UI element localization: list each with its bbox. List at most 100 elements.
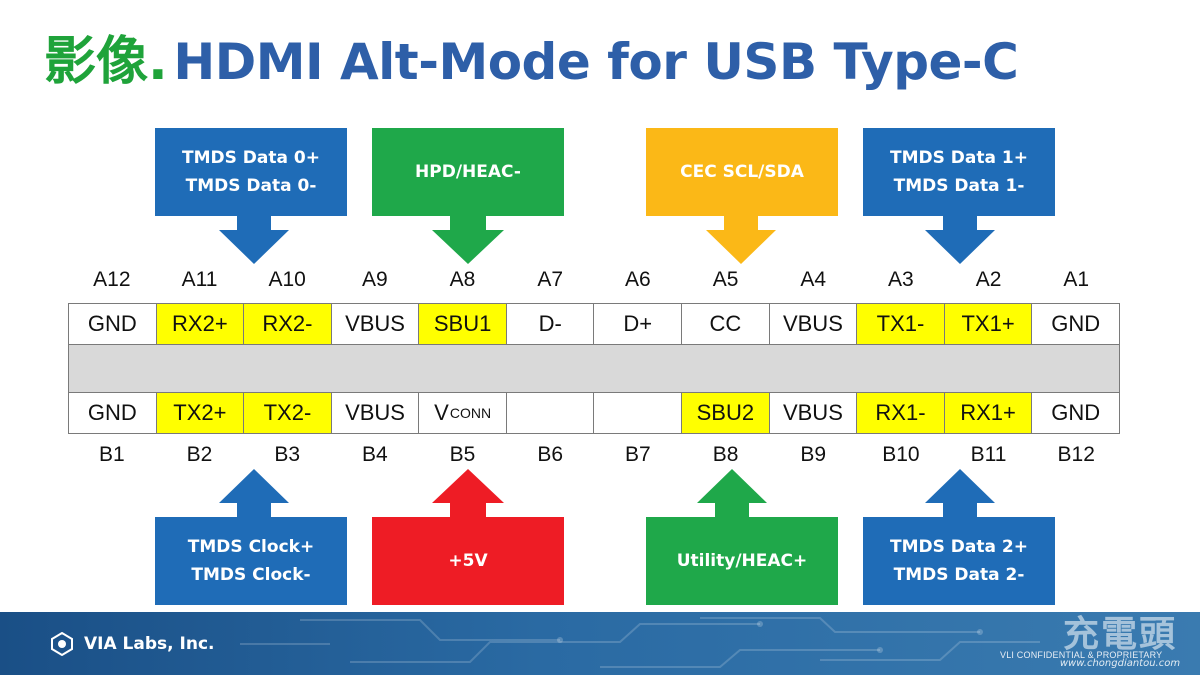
- vconn-sub: CONN: [449, 405, 492, 421]
- pin-cell: TX1+: [943, 304, 1032, 344]
- callout-line: TMDS Data 0-: [185, 176, 317, 196]
- pin-labels-bottom: B1 B2 B3 B4 B5 B6 B7 B8 B9 B10 B11 B12: [68, 443, 1120, 467]
- pin-label: B1: [98, 443, 125, 466]
- pin-label: A4: [800, 268, 827, 291]
- callout-line: TMDS Data 1-: [893, 176, 1025, 196]
- pin-label: A8: [449, 268, 476, 291]
- watermark-url: www.chongdiantou.com: [1059, 658, 1181, 669]
- pin-cell: RX1-: [856, 393, 944, 433]
- callout-hpd-heac: HPD/HEAC-: [372, 128, 564, 266]
- via-labs-logo-icon: [51, 632, 73, 656]
- connector-tongue: [68, 345, 1120, 393]
- callout-line: TMDS Data 1+: [890, 148, 1028, 168]
- pin-label: B2: [186, 443, 213, 466]
- pin-cell: TX1-: [856, 304, 944, 344]
- callout-cec-scl-sda: CEC SCL/SDA: [646, 128, 838, 266]
- callout-tmds-data-0: TMDS Data 0+ TMDS Data 0-: [155, 128, 347, 266]
- pin-label: A3: [888, 268, 914, 291]
- pin-cell: GND: [1031, 304, 1119, 344]
- callout-utility-heac: Utility/HEAC+: [646, 467, 838, 605]
- pin-label: B11: [970, 443, 1007, 466]
- title-english: HDMI Alt-Mode for USB Type-C: [173, 33, 1019, 91]
- confidential-notice: VLI CONFIDENTIAL & PROPRIETARY: [1000, 650, 1163, 660]
- pin-label: A10: [268, 268, 306, 291]
- pin-cell: RX2-: [243, 304, 331, 344]
- pin-cell: CC: [681, 304, 769, 344]
- pin-cell: TX2-: [243, 393, 331, 433]
- callout-line: TMDS Data 2+: [890, 537, 1028, 557]
- callout-tmds-clock: TMDS Clock+ TMDS Clock-: [155, 467, 347, 605]
- pin-labels-top: A12 A11 A10 A9 A8 A7 A6 A5 A4 A3 A2 A1: [68, 268, 1120, 292]
- slide-title: 影像. HDMI Alt-Mode for USB Type-C: [44, 22, 1019, 102]
- pin-cell: RX2+: [155, 304, 244, 344]
- pin-cell: VBUS: [768, 393, 857, 433]
- callout-box: TMDS Clock+ TMDS Clock-: [155, 517, 347, 605]
- company-name: VIA Labs, Inc.: [84, 634, 215, 654]
- down-arrow-icon: [432, 216, 504, 264]
- pin-cell: VBUS: [330, 393, 419, 433]
- callout-line: TMDS Data 2-: [893, 565, 1025, 585]
- down-arrow-icon: [925, 216, 995, 264]
- pin-cell: GND: [87, 400, 137, 425]
- pin-label: B4: [362, 443, 388, 466]
- down-arrow-icon: [219, 216, 289, 264]
- pin-row-a: GND RX2+ RX2- VBUS SBU1 D- D+ CC VBUS TX…: [68, 303, 1120, 345]
- pin-label: B10: [882, 443, 920, 466]
- pin-label: B5: [449, 443, 476, 466]
- callout-line: TMDS Clock-: [191, 565, 311, 585]
- pin-label: A1: [1063, 268, 1090, 291]
- pin-label: B3: [274, 443, 301, 466]
- callout-box: TMDS Data 2+ TMDS Data 2-: [863, 517, 1055, 605]
- callout-box: Utility/HEAC+: [646, 517, 838, 605]
- up-arrow-icon: [925, 469, 995, 517]
- pin-cell: SBU1: [418, 304, 506, 344]
- pin-label: A11: [181, 268, 218, 291]
- up-arrow-icon: [432, 469, 504, 517]
- pin-cell: GND: [87, 311, 137, 336]
- callout-box: +5V: [372, 517, 564, 605]
- pin-cell: RX1+: [943, 393, 1032, 433]
- callout-line: +5V: [448, 551, 488, 571]
- callout-line: CEC SCL/SDA: [680, 162, 804, 182]
- down-arrow-icon: [706, 216, 776, 264]
- pin-label: A2: [975, 268, 1002, 291]
- pin-label: B7: [625, 443, 651, 466]
- callout-tmds-data-1: TMDS Data 1+ TMDS Data 1-: [863, 128, 1055, 266]
- pin-label: B8: [712, 443, 739, 466]
- pin-label: B12: [1057, 443, 1095, 466]
- pin-cell: [593, 393, 681, 433]
- callout-line: Utility/HEAC+: [676, 551, 808, 571]
- footer-bar: VIA Labs, Inc. VLI CONFIDENTIAL & PROPRI…: [0, 612, 1200, 675]
- pin-cell: D+: [593, 304, 681, 344]
- callout-box: HPD/HEAC-: [372, 128, 564, 216]
- up-arrow-icon: [219, 469, 289, 517]
- circuit-pattern: [240, 617, 1040, 668]
- pin-label: B6: [537, 443, 564, 466]
- pin-cell: D-: [505, 304, 594, 344]
- pin-label: A9: [362, 268, 388, 291]
- up-arrow-icon: [697, 469, 767, 517]
- pin-cell: TX2+: [155, 393, 244, 433]
- pin-cell: VBUS: [330, 304, 419, 344]
- pin-cell: VBUS: [768, 304, 857, 344]
- pin-label: B9: [800, 443, 827, 466]
- title-chinese: 影像.: [44, 32, 168, 92]
- pin-label: A12: [93, 268, 131, 291]
- callout-line: TMDS Clock+: [187, 537, 315, 557]
- watermark-text: 充電頭: [1062, 614, 1177, 655]
- vconn-main: V: [434, 400, 449, 425]
- pin-label: A7: [537, 268, 564, 291]
- callout-box: TMDS Data 0+ TMDS Data 0-: [155, 128, 347, 216]
- pin-label: A5: [712, 268, 739, 291]
- pin-cell: GND: [1031, 393, 1119, 433]
- pin-label: A6: [625, 268, 651, 291]
- callout-tmds-data-2: TMDS Data 2+ TMDS Data 2-: [863, 467, 1055, 605]
- callout-box: TMDS Data 1+ TMDS Data 1-: [863, 128, 1055, 216]
- callout-line: HPD/HEAC-: [415, 162, 521, 182]
- pin-cell: SBU2: [681, 393, 769, 433]
- callout-line: TMDS Data 0+: [182, 148, 320, 168]
- pin-cell: [505, 393, 594, 433]
- callout-box: CEC SCL/SDA: [646, 128, 838, 216]
